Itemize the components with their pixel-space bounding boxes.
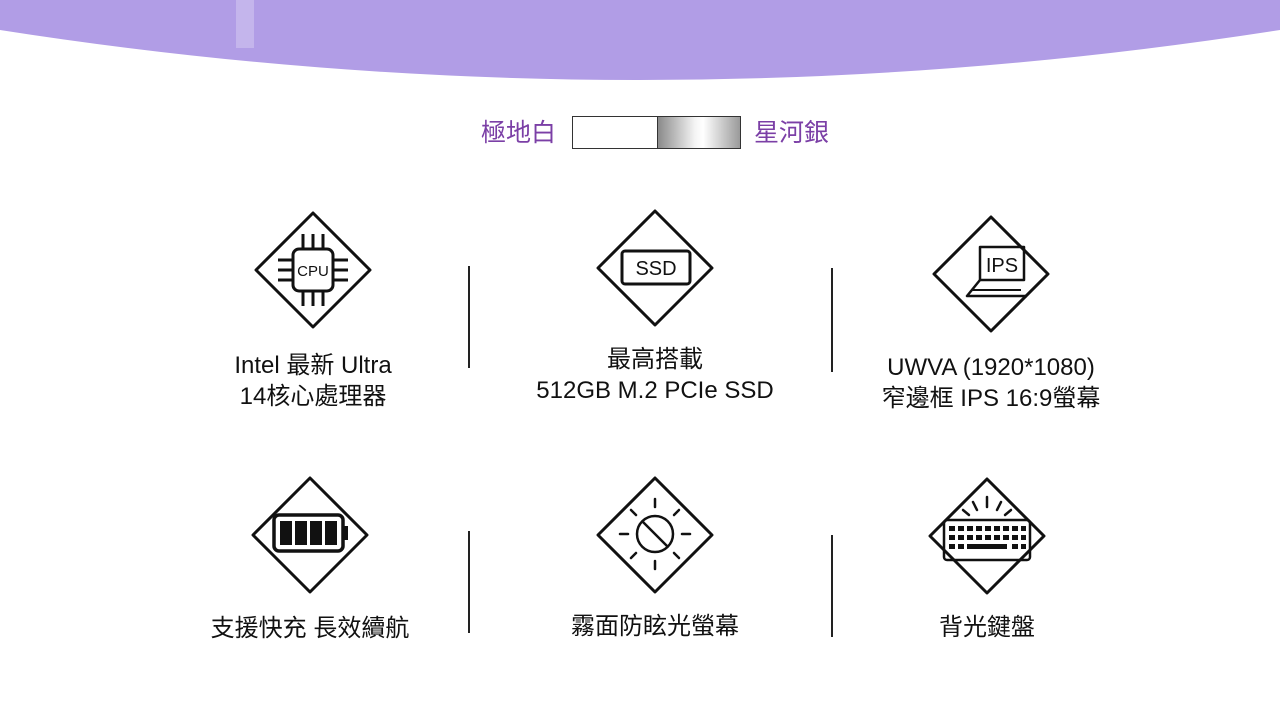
cpu-icon: CPU <box>254 211 372 329</box>
battery-icon <box>251 476 369 594</box>
feature-ssd-line1: 最高搭載 <box>607 346 703 373</box>
color-options: 極地白 星河銀 <box>0 116 1280 150</box>
ips-icon-text: IPS <box>986 255 1018 277</box>
color-label-polar-white: 極地白 <box>481 119 557 147</box>
ips-display-icon: IPS <box>932 215 1050 333</box>
feature-backlit-keyboard-line1: 背光鍵盤 <box>939 614 1035 641</box>
feature-ssd: SSD 最高搭載 512GB M.2 PCIe SSD <box>490 208 820 406</box>
feature-cpu-line2: 14核心處理器 <box>239 383 387 410</box>
color-swatches <box>572 116 741 149</box>
top-banner <box>0 0 1280 80</box>
white-swatch[interactable] <box>573 117 658 148</box>
feature-battery-text: 支援快充 長效續航 <box>145 613 475 644</box>
cpu-icon-text: CPU <box>297 263 329 280</box>
feature-cpu-line1: Intel 最新 Ultra <box>234 352 392 379</box>
feature-battery-line1: 支援快充 長效續航 <box>210 615 410 642</box>
feature-anti-glare-line1: 霧面防眩光螢幕 <box>571 613 739 640</box>
feature-cpu: CPU Intel 最新 Ultra 14核心處理器 <box>148 210 478 412</box>
feature-anti-glare-text: 霧面防眩光螢幕 <box>490 611 820 642</box>
feature-ssd-line2: 512GB M.2 PCIe SSD <box>536 377 774 404</box>
silver-swatch[interactable] <box>658 117 740 148</box>
color-label-galaxy-silver: 星河銀 <box>754 119 830 147</box>
feature-battery: 支援快充 長效續航 <box>145 475 475 644</box>
feature-display-line2: 窄邊框 IPS 16:9螢幕 <box>881 385 1101 412</box>
feature-display: IPS UWVA (1920*1080) 窄邊框 IPS 16:9螢幕 <box>826 214 1156 414</box>
divider <box>831 535 833 637</box>
feature-display-line1: UWVA (1920*1080) <box>887 354 1095 381</box>
feature-backlit-keyboard: 背光鍵盤 <box>822 476 1152 643</box>
divider <box>468 531 470 633</box>
backlit-keyboard-icon <box>928 477 1046 595</box>
feature-display-text: UWVA (1920*1080) 窄邊框 IPS 16:9螢幕 <box>826 352 1156 414</box>
feature-anti-glare: 霧面防眩光螢幕 <box>490 475 820 642</box>
feature-cpu-text: Intel 最新 Ultra 14核心處理器 <box>148 350 478 412</box>
ssd-icon-text: SSD <box>635 258 676 280</box>
feature-ssd-text: 最高搭載 512GB M.2 PCIe SSD <box>490 344 820 406</box>
divider <box>831 268 833 372</box>
ssd-icon: SSD <box>596 209 714 327</box>
anti-glare-icon <box>596 476 714 594</box>
divider <box>468 266 470 368</box>
feature-backlit-keyboard-text: 背光鍵盤 <box>822 612 1152 643</box>
